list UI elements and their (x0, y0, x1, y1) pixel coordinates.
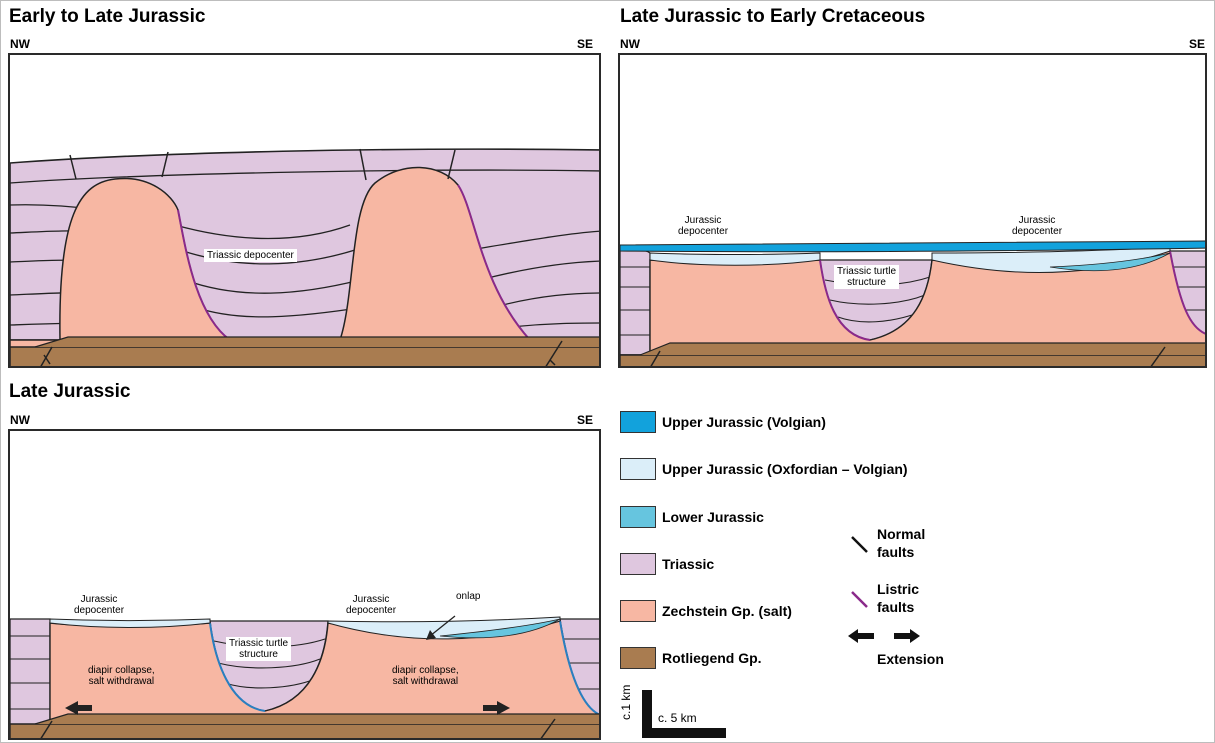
listric-fault-symbol-icon (850, 590, 870, 610)
triassic-turtle-structure-label: Triassic turtle structure (834, 265, 899, 289)
normal-faults-text: Normal faults (877, 526, 925, 560)
triassic-turtle-structure-label-2: Triassic turtle structure (226, 637, 291, 661)
listric-faults-text: Listric faults (877, 581, 919, 615)
legend-swatch-zechstein (620, 600, 656, 622)
panel-title-late-jurassic: Late Jurassic (9, 381, 130, 403)
legend-label-triassic: Triassic (662, 556, 714, 572)
nw-label-early: NW (10, 37, 30, 51)
legend-row-zechstein: Zechstein Gp. (salt) (620, 599, 792, 623)
panel-title-late-cretaceous: Late Jurassic to Early Cretaceous (620, 6, 925, 28)
extension-arrows-icon (848, 628, 928, 644)
nw-label-late-jurassic: NW (10, 413, 30, 427)
cross-section-early-svg (10, 55, 601, 368)
cross-section-late-cretaceous: Jurassic depocenter Jurassic depocenter … (618, 53, 1207, 368)
cross-section-late-jurassic: Jurassic depocenter Jurassic depocenter … (8, 429, 601, 740)
normal-faults-label: Normal faults (877, 525, 925, 561)
legend-label-upper-volgian: Upper Jurassic (Volgian) (662, 414, 826, 430)
legend-label-lower-jurassic: Lower Jurassic (662, 509, 764, 525)
jurassic-depocenter-label-3: Jurassic depocenter (74, 594, 124, 616)
legend-row-upper-oxfordian: Upper Jurassic (Oxfordian – Volgian) (620, 457, 908, 481)
legend-row-lower-jurassic: Lower Jurassic (620, 505, 764, 529)
normal-fault-symbol-icon (850, 535, 870, 555)
legend-row-triassic: Triassic (620, 552, 714, 576)
legend-swatch-upper-volgian (620, 411, 656, 433)
se-label-early: SE (577, 37, 593, 51)
legend-row-upper-volgian: Upper Jurassic (Volgian) (620, 410, 826, 434)
legend-swatch-triassic (620, 553, 656, 575)
se-label-late-jurassic: SE (577, 413, 593, 427)
legend-swatch-lower-jurassic (620, 506, 656, 528)
panel-title-early: Early to Late Jurassic (9, 6, 205, 28)
onlap-label: onlap (456, 591, 480, 602)
cross-section-late-cretaceous-svg (620, 55, 1207, 368)
cross-section-early: Triassic depocenter (8, 53, 601, 368)
se-label-late-cretaceous: SE (1189, 37, 1205, 51)
jurassic-depocenter-label-1: Jurassic depocenter (678, 215, 728, 237)
diapir-collapse-label-2: diapir collapse, salt withdrawal (392, 665, 459, 687)
legend-label-rotliegend: Rotliegend Gp. (662, 650, 762, 666)
triassic-depocenter-label: Triassic depocenter (204, 249, 297, 262)
legend-label-upper-oxfordian: Upper Jurassic (Oxfordian – Volgian) (662, 461, 908, 477)
nw-label-late-cretaceous: NW (620, 37, 640, 51)
diapir-collapse-label-1: diapir collapse, salt withdrawal (88, 665, 155, 687)
legend-swatch-upper-oxfordian (620, 458, 656, 480)
listric-faults-label: Listric faults (877, 580, 919, 616)
scale-horizontal-label: c. 5 km (658, 711, 697, 725)
extension-label: Extension (877, 650, 944, 668)
scale-vertical-label: c.1 km (619, 685, 633, 720)
legend-label-zechstein: Zechstein Gp. (salt) (662, 603, 792, 619)
jurassic-depocenter-label-2: Jurassic depocenter (1012, 215, 1062, 237)
legend-row-rotliegend: Rotliegend Gp. (620, 646, 762, 670)
legend-swatch-rotliegend (620, 647, 656, 669)
cross-section-late-jurassic-svg (10, 431, 601, 740)
jurassic-depocenter-label-4: Jurassic depocenter (346, 594, 396, 616)
